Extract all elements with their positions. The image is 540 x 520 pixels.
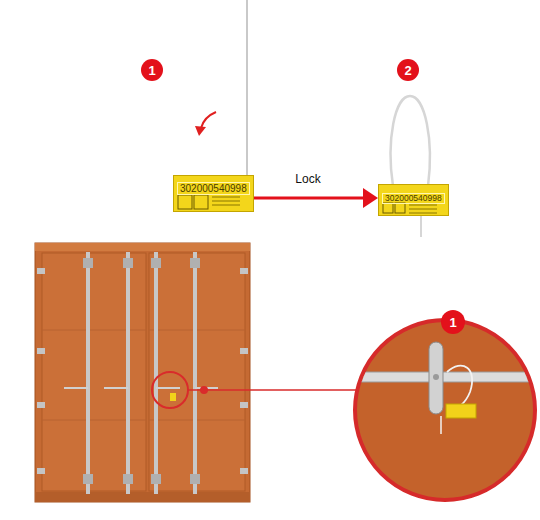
rotate-arrow: [201, 112, 216, 128]
seal-loop-cable: [391, 96, 430, 186]
print-line: [212, 197, 240, 198]
print-line: [409, 209, 437, 210]
door-rib: [42, 420, 146, 421]
seal-cable-tail: [420, 214, 422, 237]
hinge: [240, 348, 248, 354]
serial-number: 302000540998: [177, 182, 250, 195]
qr-code-print: [379, 201, 448, 215]
callout-number: 1: [441, 310, 465, 334]
bar-bracket: [123, 474, 133, 484]
zoom-seal-tail: [440, 416, 442, 434]
print-line: [212, 205, 240, 206]
container-sill: [35, 492, 250, 502]
highlight-circle: [152, 372, 188, 408]
container-header: [35, 243, 250, 251]
serial-number: 302000540998: [382, 193, 445, 204]
arrowhead: [363, 188, 378, 208]
bar-bracket: [151, 258, 161, 268]
bar-bracket: [83, 258, 93, 268]
leader-dot: [200, 386, 208, 394]
zoom-detail: [355, 342, 530, 434]
callout-number: 1: [141, 59, 163, 81]
hinge: [240, 402, 248, 408]
hinge: [240, 268, 248, 274]
arrow-shaft: [254, 197, 363, 200]
door-handle: [156, 387, 180, 389]
hinge: [37, 402, 45, 408]
lock-bar: [193, 252, 197, 494]
hinge: [37, 468, 45, 474]
bar-bracket: [151, 474, 161, 484]
lock-arrow: [254, 188, 378, 208]
zoom-handle: [429, 342, 443, 414]
seal-body: 302000540998: [173, 175, 254, 212]
door-handle: [104, 387, 128, 389]
zoom-seal-cable: [447, 366, 472, 406]
small-seal: [170, 393, 176, 401]
print-line: [409, 205, 437, 206]
container-frame: [35, 243, 250, 502]
seal-cable: [246, 0, 248, 177]
hinge: [37, 348, 45, 354]
bar-bracket: [123, 258, 133, 268]
hinge: [37, 268, 45, 274]
lock-bar: [154, 252, 158, 494]
leader-line: [188, 389, 357, 391]
rotate-arrowhead: [195, 126, 206, 136]
bar-bracket: [190, 258, 200, 268]
qr-square: [395, 203, 405, 213]
seal-body: 302000540998: [378, 184, 449, 216]
container-door: [42, 253, 146, 491]
bar-bracket: [190, 474, 200, 484]
zoom-seal: [446, 404, 476, 418]
hinge: [240, 468, 248, 474]
door-rib: [42, 330, 146, 331]
qr-square: [383, 203, 393, 213]
door-handle: [64, 387, 88, 389]
lock-bar: [126, 252, 130, 494]
qr-square: [178, 195, 192, 209]
container: [35, 243, 250, 502]
edge-label: Lock: [293, 172, 322, 186]
qr-code-print: [174, 193, 253, 211]
print-line: [212, 201, 240, 202]
lock-bar: [86, 252, 90, 494]
print-line: [409, 213, 437, 214]
zoom-rivet: [433, 374, 439, 380]
bar-bracket: [83, 474, 93, 484]
callout-number: 2: [397, 59, 419, 81]
zoom-circle: [355, 320, 535, 500]
qr-square: [194, 195, 208, 209]
